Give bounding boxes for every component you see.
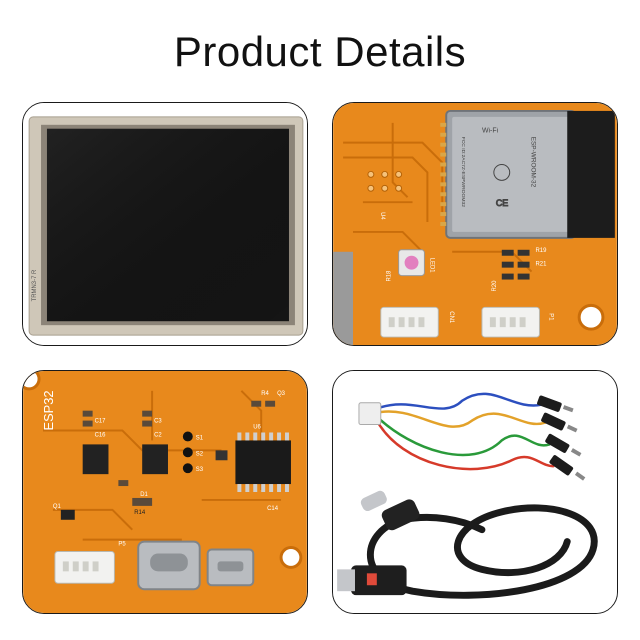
jumper-cable	[375, 392, 555, 471]
display-photo: TRMN3-7 R	[23, 103, 307, 345]
display-silk-text: TRMN3-7 R	[32, 269, 38, 301]
silk-c14: C14	[267, 506, 279, 512]
silk-r14: R14	[134, 510, 146, 516]
cables-photo	[333, 371, 617, 613]
silk-c17: C17	[95, 419, 106, 425]
silk-q1: Q1	[53, 504, 62, 510]
module-wifi-text: Wi-Fi	[482, 128, 499, 135]
silk-s2: S2	[196, 451, 203, 457]
silk-c3: C3	[154, 419, 162, 425]
silk-r18: R18	[387, 270, 393, 282]
silk-r19: R19	[536, 248, 548, 254]
photo-panel-esp32-module: Wi-Fi ESP-WROOM-32 FCC ID:2AC7Z-ESPWROOM…	[332, 102, 618, 346]
page-title: Product Details	[173, 28, 467, 75]
mounting-hole	[577, 303, 605, 331]
jst-connector	[358, 402, 382, 426]
silk-s1: S1	[196, 435, 204, 441]
silk-u6: U6	[253, 425, 261, 431]
silk-r4: R4	[261, 391, 269, 397]
antenna-area	[567, 110, 615, 238]
usb-a-plug	[351, 565, 407, 596]
silk-d1: D1	[140, 492, 148, 498]
chip-u6	[235, 440, 291, 485]
photo-panel-cables	[332, 370, 618, 614]
silk-c2: C2	[154, 432, 162, 438]
silk-r21: R21	[536, 262, 548, 268]
usb-c-plug	[381, 499, 420, 531]
silk-s3: S3	[196, 467, 204, 473]
module-model-text: ESP-WROOM-32	[530, 137, 537, 188]
chip-left	[82, 444, 109, 475]
silk-esp32: ESP32	[41, 390, 56, 430]
silk-q3: Q3	[277, 391, 286, 397]
photo-panel-display: TRMN3-7 R	[22, 102, 308, 346]
svg-text:CE: CE	[496, 198, 508, 208]
module-fcc-text: FCC ID:2AC7Z-ESPWROOM32	[460, 137, 466, 207]
photo-panel-pcb-backside: ESP32 C17 C16 C3 C2 S1 S2 S3 R14 D1 P5 Q…	[22, 370, 308, 614]
silk-p1: P1	[547, 313, 553, 321]
silk-r20: R20	[492, 280, 498, 292]
esp32-module-photo: Wi-Fi ESP-WROOM-32 FCC ID:2AC7Z-ESPWROOM…	[333, 103, 617, 345]
chip-mid	[142, 444, 168, 475]
silk-c16: C16	[95, 432, 107, 438]
silk-led1: LED1	[428, 258, 434, 274]
silk-cn1: CN1	[448, 311, 454, 324]
silk-p5: P5	[118, 542, 126, 548]
pcb-backside-photo: ESP32 C17 C16 C3 C2 S1 S2 S3 R14 D1 P5 Q…	[23, 371, 307, 613]
silk-u4: U4	[379, 212, 385, 220]
